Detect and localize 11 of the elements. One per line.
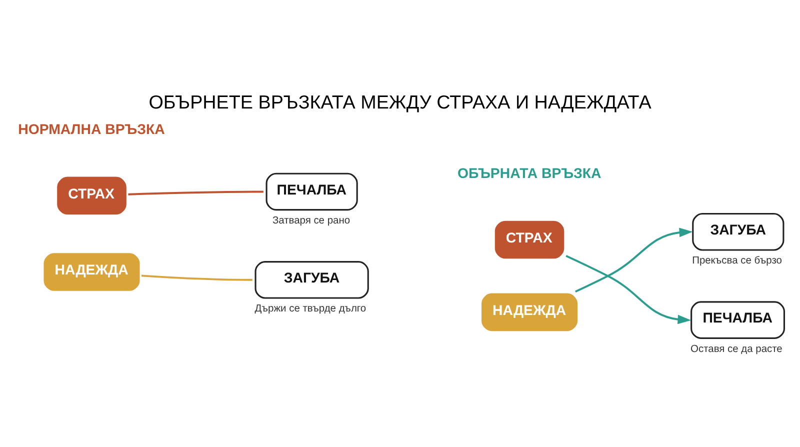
diagram-title: ОБЪРНЕТЕ ВРЪЗКАТА МЕЖДУ СТРАХА И НАДЕЖДАТА xyxy=(148,92,652,113)
label: ОБЪРНАТА ВРЪЗКА xyxy=(457,165,602,182)
connector xyxy=(141,274,252,280)
label: НОРМАЛНА ВРЪЗКА xyxy=(18,121,165,138)
arrow xyxy=(575,227,693,292)
connector xyxy=(128,190,264,195)
node-label: Държи се твърде дълго xyxy=(254,303,366,314)
node-label: Прекъсва се бързо xyxy=(692,255,782,266)
node-label: Затваря се рано xyxy=(272,215,350,226)
node-label: Оставя се да расте xyxy=(690,343,782,354)
arrow xyxy=(566,254,692,324)
